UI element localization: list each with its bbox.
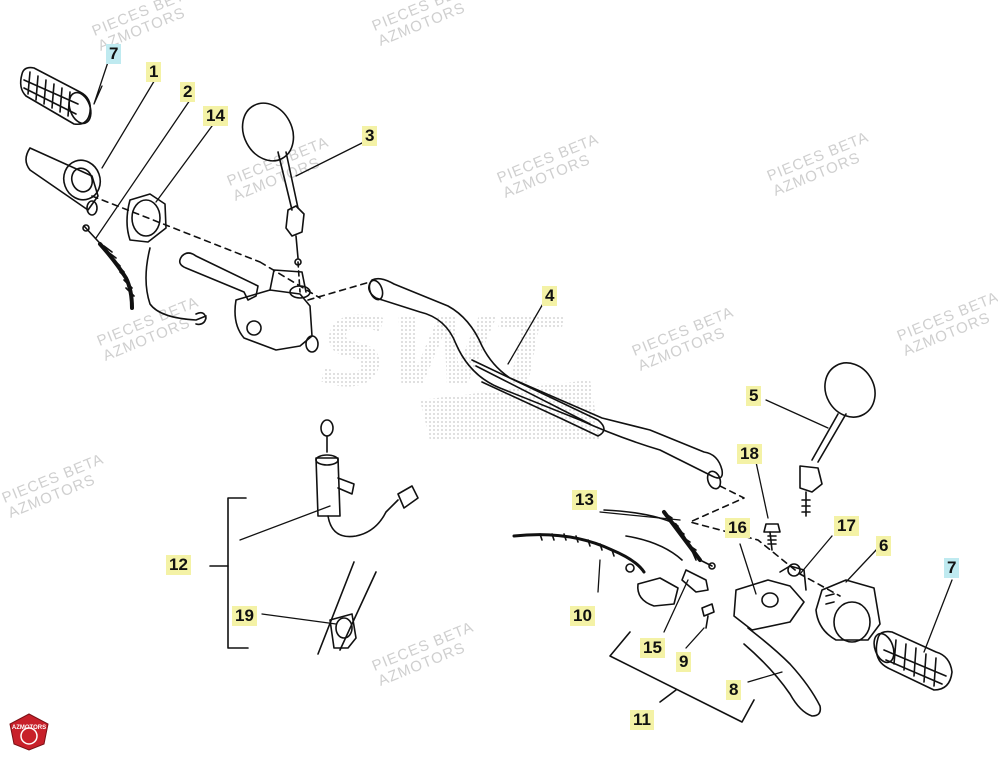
group-bracket [659,689,677,703]
right-grip [873,630,953,691]
throttle-cable [82,224,135,310]
leader-lines [93,61,953,683]
group-bracket [227,497,249,649]
callout-12: 12 [166,555,191,575]
frame-tube [317,561,377,655]
callout-19: 19 [232,606,257,626]
callout-6: 6 [876,536,892,556]
assembly-axis [689,485,841,597]
callout-5: 5 [746,386,762,406]
callout-15: 15 [640,638,665,658]
callout-3: 3 [362,126,378,146]
adjuster-screw [701,603,715,629]
clutch-lever-assembly [733,563,822,717]
left-mirror [241,102,305,293]
callout-10: 10 [570,606,595,626]
bolt [763,523,781,551]
callout-8: 8 [726,680,742,700]
front-brake-lever [178,252,319,353]
throttle-tube [25,147,102,216]
callout-13: 13 [572,490,597,510]
right-switch [815,579,881,643]
group-bracket [609,631,755,723]
callout-14: 14 [203,106,228,126]
callout-4: 4 [542,286,558,306]
right-mirror [799,362,876,517]
azmotors-logo: AZMOTORS [8,712,50,752]
background-logo: SWT [320,298,600,440]
clutch-cable [512,533,679,607]
callout-2: 2 [180,82,196,102]
callout-9: 9 [676,652,692,672]
callout-18: 18 [737,444,762,464]
callout-7-left: 7 [106,44,122,64]
callout-1: 1 [146,62,162,82]
callout-11: 11 [630,710,654,730]
key-switch [315,419,419,538]
left-grip [19,66,92,126]
callout-7-right: 7 [944,558,960,578]
callout-17: 17 [834,516,859,536]
assembly-axis [307,281,371,301]
callout-16: 16 [725,518,750,538]
switch-housing [126,193,207,326]
handlebar [368,277,724,490]
cable-sheath [603,509,716,593]
